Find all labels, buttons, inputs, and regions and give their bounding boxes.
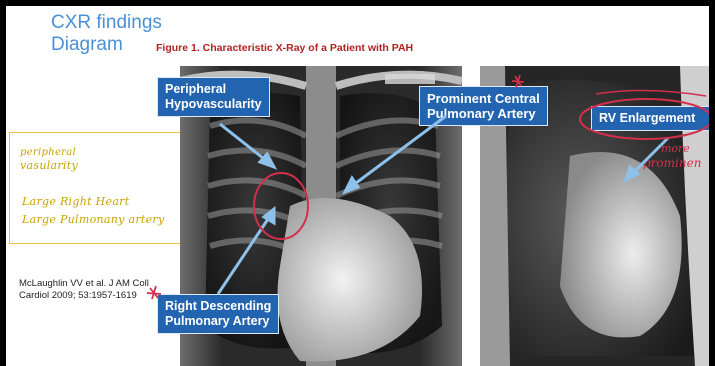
callout-peripheral-line-1: Peripheral — [165, 82, 262, 97]
figure-caption: Figure 1. Characteristic X-Ray of a Pati… — [156, 42, 413, 54]
callout-rv-label: RV Enlargement — [599, 111, 709, 126]
title-line-2: Diagram — [51, 34, 162, 56]
handwritten-note-1-line-1: peripheral — [20, 147, 76, 158]
handwritten-note-box: peripheral vasularity Large Right Heart … — [9, 132, 191, 244]
slide: CXR findings Diagram Figure 1. Character… — [6, 6, 709, 366]
slide-title: CXR findings Diagram — [51, 12, 162, 56]
callout-peripheral-line-2: Hypovascularity — [165, 97, 262, 112]
handwritten-note-2: Large Right Heart — [22, 195, 129, 208]
handwritten-red-line-2: prominen — [643, 157, 701, 169]
handwritten-note-3: Large Pulmonany artery — [22, 213, 164, 226]
callout-central-line-1: Prominent Central — [427, 91, 540, 106]
callout-prominent-central-pa: Prominent Central Pulmonary Artery — [419, 86, 548, 126]
title-line-1: CXR findings — [51, 12, 162, 34]
callout-central-line-2: Pulmonary Artery — [427, 106, 540, 121]
callout-peripheral-hypovascularity: Peripheral Hypovascularity — [157, 77, 270, 117]
handwritten-note-1-line-2: vasularity — [20, 159, 78, 172]
handwritten-red-line-1: more — [661, 143, 690, 155]
callout-descending-line-2: Pulmonary Artery — [165, 314, 271, 329]
callout-descending-line-1: Right Descending — [165, 299, 271, 314]
citation: McLaughlin VV et al. J AM Coll Cardiol 2… — [19, 278, 149, 302]
callout-right-descending-pa: Right Descending Pulmonary Artery — [157, 294, 279, 334]
callout-rv-enlargement: RV Enlargement — [591, 106, 709, 131]
